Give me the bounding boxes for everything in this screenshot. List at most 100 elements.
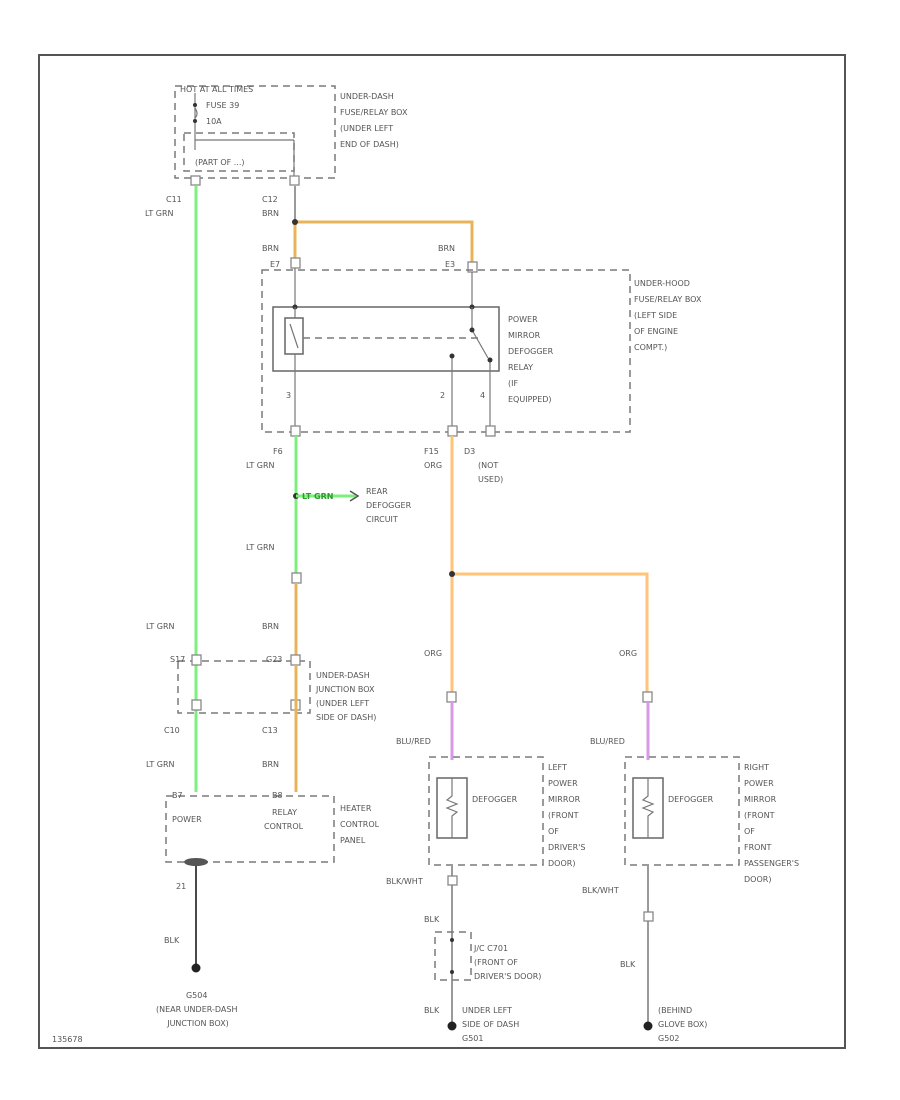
blk-wht-right-label: BLK/WHT (582, 886, 619, 895)
jc-terminal-top (450, 938, 454, 942)
junction-pin-left: S17 (170, 655, 185, 664)
right-defogger-label: DEFOGGER (668, 795, 714, 804)
left-defogger-label: DEFOGGER (472, 795, 518, 804)
pin-4-label: 4 (480, 391, 485, 400)
relay-contact-nc (449, 353, 455, 359)
blk-a-label: BLK (424, 915, 440, 924)
rear-defog-arrow-icon (349, 490, 360, 502)
connector-d3 (485, 425, 496, 437)
left-heater-icon (445, 778, 459, 838)
junction-pin-right: G23 (266, 655, 282, 664)
blk-b-label: BLK (424, 1006, 440, 1015)
connector-c12 (289, 175, 300, 186)
brn-left-label: BRN E7 (262, 244, 282, 269)
hcp-label: HEATER CONTROL PANEL (340, 804, 382, 845)
blk-label: BLK (164, 936, 180, 945)
org-right-label: ORG (619, 649, 637, 658)
relay-coil-diag (289, 323, 299, 349)
blu-red-left-label: BLU/RED (396, 737, 431, 746)
c21-label: 21 (176, 882, 186, 891)
brn-lower-label: BRN (262, 760, 279, 769)
junction-box-label: UNDER-DASH JUNCTION BOX (UNDER LEFT SIDE… (315, 671, 377, 722)
ground-right-icon (643, 1021, 653, 1031)
right-heater-icon (641, 778, 655, 838)
right-power-mirror (624, 756, 740, 866)
connector-e7 (290, 257, 301, 269)
relay-coil (284, 317, 304, 355)
lt-grn-lower-label: LT GRN (146, 760, 175, 769)
fuse-label: FUSE 39 10A (206, 101, 242, 126)
underdash-fuse-box (174, 85, 336, 179)
connector-f6 (290, 425, 301, 437)
underhood-box-label: UNDER-HOOD FUSE/RELAY BOX (LEFT SIDE OF … (634, 279, 704, 352)
d3-label: D3 (NOT USED) (464, 447, 503, 484)
c13-label: C13 (262, 726, 278, 735)
jc-terminal-bottom (450, 970, 454, 974)
pin-2-label: 2 (440, 391, 445, 400)
connector-left-ground (447, 875, 458, 886)
c12-label: C12 BRN (262, 195, 280, 218)
ground-right-label: (BEHIND GLOVE BOX) G502 (658, 1006, 710, 1043)
ground-left-icon (447, 1021, 457, 1031)
splice-brn (292, 219, 298, 225)
dash-inner-label: (PART OF ...) (195, 158, 245, 167)
c10-label: C10 (164, 726, 180, 735)
fuse-icon (194, 107, 198, 119)
brn-mid-label: BRN (262, 622, 279, 631)
underhood-fuse-box (261, 269, 631, 433)
left-power-mirror (428, 756, 544, 866)
jc-label: J/C C701 (FRONT OF DRIVER'S DOOR) (473, 944, 541, 981)
connector-s17 (191, 654, 202, 666)
fuse-terminal-bottom (193, 119, 197, 123)
relay-switch-pivot (469, 327, 475, 333)
hcp-ground-connector (184, 858, 208, 866)
ground-left-label: UNDER LEFT SIDE OF DASH G501 (462, 1006, 522, 1043)
relay-label: POWER MIRROR DEFOGGER RELAY (IF EQUIPPED… (508, 315, 556, 404)
org-left-label: ORG (424, 649, 442, 658)
underdash-inner-box (183, 132, 295, 172)
underdash-junction-box (177, 660, 311, 714)
power-label: POWER (172, 815, 202, 824)
connector-left-mirror (446, 691, 457, 703)
left-mirror-label: LEFT POWER MIRROR (FRONT OF DRIVER'S DOO… (548, 763, 588, 868)
pin-3-label: 3 (286, 391, 291, 400)
f6-label: F6 LT GRN (246, 447, 285, 470)
rear-defogger-label: REAR DEFOGGER CIRCUIT (366, 487, 414, 524)
relay-control-label: RELAY CONTROL (264, 808, 304, 831)
right-mirror-label: RIGHT POWER MIRROR (FRONT OF FRONT PASSE… (744, 763, 802, 884)
connector-f15 (447, 425, 458, 437)
g504-label: G504 (NEAR UNDER-DASH JUNCTION BOX) (156, 991, 240, 1028)
hcp-pin-right: B8 (272, 791, 283, 800)
ground-g504-icon (191, 963, 201, 973)
hot-at-label: HOT AT ALL TIMES (180, 85, 253, 94)
hcp-pin-left: B7 (172, 791, 183, 800)
power-mirror-defogger-relay (272, 306, 500, 372)
heater-control-panel (165, 795, 335, 863)
splice-org (449, 571, 455, 577)
diagram-frame (38, 54, 846, 1049)
brn-right-label: BRN E3 (438, 244, 458, 269)
wire-org-right (452, 572, 649, 692)
lt-grn-tag: LT GRN (302, 492, 333, 501)
blk-wht-left-label: BLK/WHT (386, 877, 423, 886)
c11-label: C11 LT GRN (145, 195, 184, 218)
f15-label: F15 ORG (424, 447, 442, 470)
relay-switch-arm (471, 329, 489, 359)
connector-c10 (191, 699, 202, 711)
connector-g23 (290, 654, 301, 666)
reference-number: 135678 (52, 1035, 83, 1044)
relay-contact-no (487, 357, 493, 363)
jc-c701 (434, 931, 472, 981)
connector-right-ground (643, 911, 654, 922)
wire-brn-branch (295, 220, 474, 262)
blu-red-right-label: BLU/RED (590, 737, 625, 746)
inline-connector (291, 572, 302, 584)
underdash-box-label: UNDER-DASH FUSE/RELAY BOX (UNDER LEFT EN… (340, 92, 410, 149)
connector-c11 (190, 175, 201, 186)
fuse-terminal-top (193, 103, 197, 107)
connector-right-mirror (642, 691, 653, 703)
blk-c-label: BLK (620, 960, 636, 969)
lt-grn-left-label: LT GRN (146, 622, 175, 631)
lt-grn-mid-label: LT GRN (246, 543, 275, 552)
